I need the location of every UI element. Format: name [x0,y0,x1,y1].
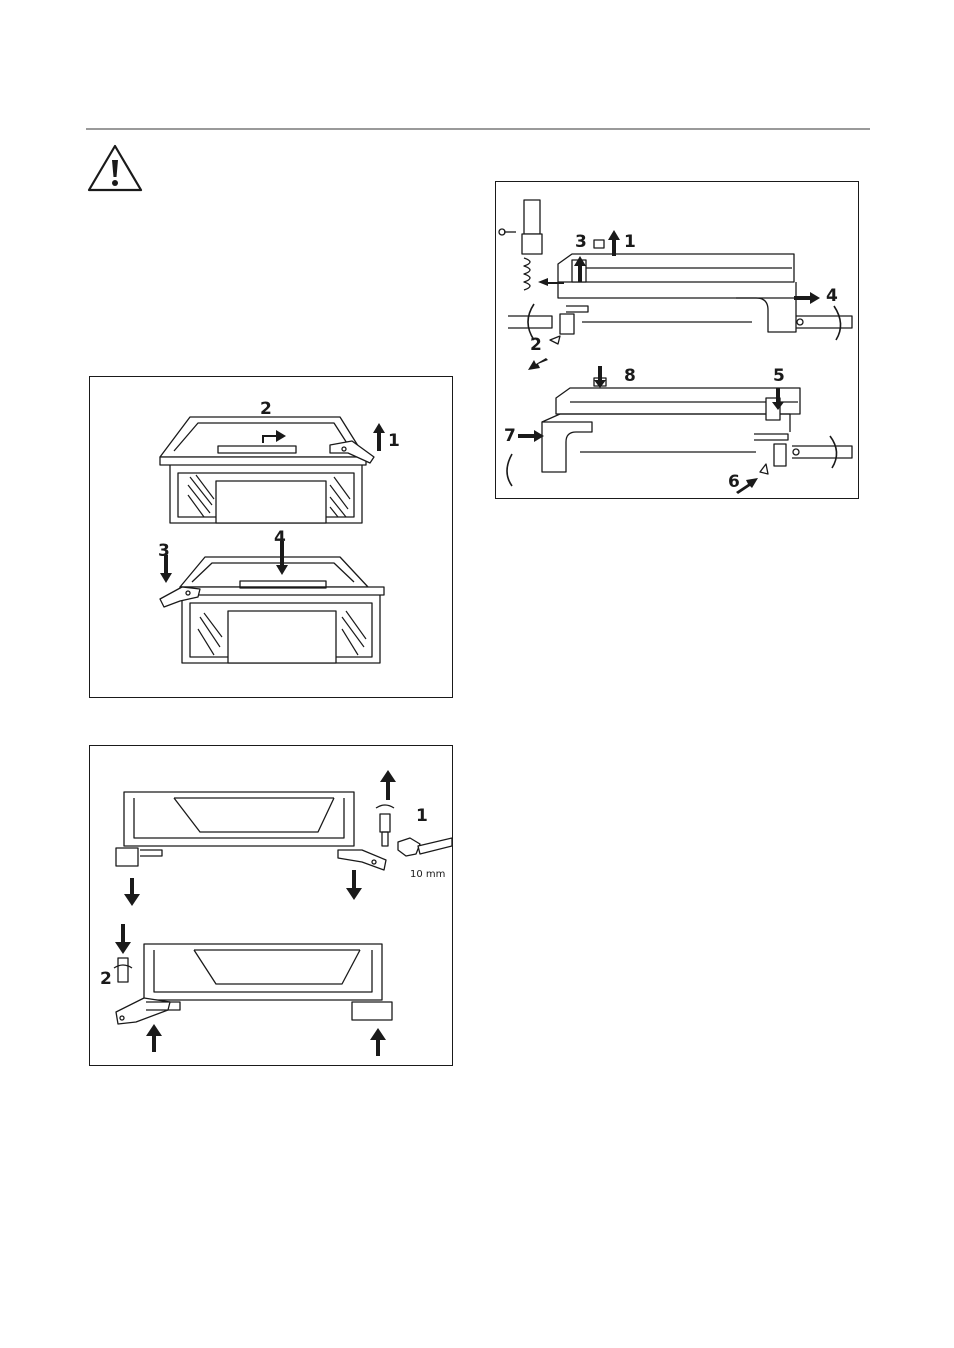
step-label-3: 3 [158,543,170,560]
step-label-7: 7 [504,428,516,445]
step-label-1: 1 [416,808,428,825]
wrench-size-label: 10 mm [410,870,445,880]
figure-drawer-top-removal: 2 1 3 4 [89,376,453,698]
drawer-top-illustration [90,377,452,697]
warning-triangle-icon [86,143,144,193]
drawer-feet-illustration [90,746,452,1065]
figure-door-hinge-reversal: 3 1 4 2 8 5 7 6 [495,181,859,499]
step-label-2: 2 [530,337,542,354]
step-label-3: 3 [575,234,587,251]
step-label-5: 5 [773,368,785,385]
figure-drawer-feet-adjustment: 1 10 mm 2 [89,745,453,1066]
step-label-4: 4 [826,288,838,305]
step-label-1: 1 [624,234,636,251]
step-label-8: 8 [624,368,636,385]
door-hinge-illustration [496,182,858,498]
step-label-6: 6 [728,474,740,491]
step-label-1: 1 [388,433,400,450]
step-label-4: 4 [274,530,286,547]
step-label-2: 2 [100,971,112,988]
header-rule [86,128,870,130]
step-label-2: 2 [260,401,272,418]
